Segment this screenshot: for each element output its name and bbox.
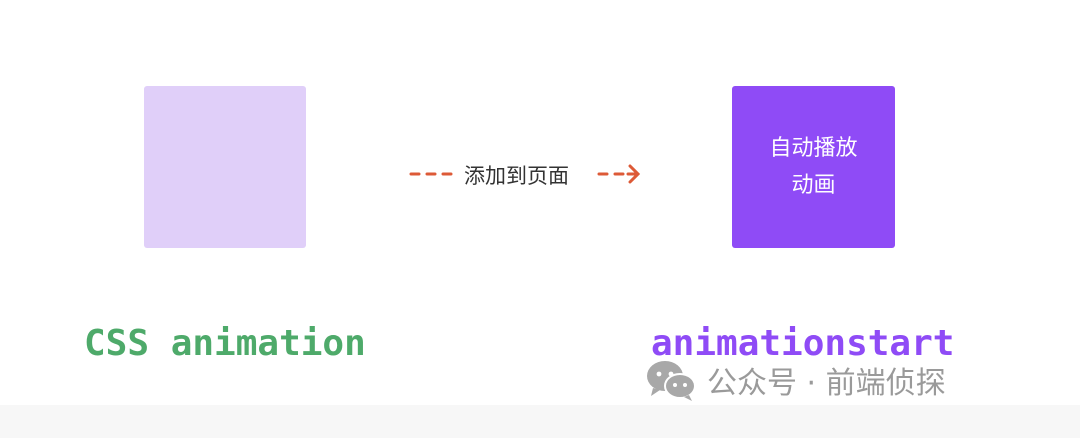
box-caption-line1: 自动播放 <box>769 136 858 161</box>
wechat-icon <box>647 361 696 401</box>
initial-element-box <box>144 86 306 248</box>
box-caption-line2: 动画 <box>791 173 836 198</box>
arrow-label: 添加到页面 <box>464 164 569 188</box>
watermark: 公众号 · 前端侦探 <box>645 358 946 402</box>
dashed-arrow-icon <box>409 164 641 184</box>
background-bottom-band <box>0 405 1080 438</box>
watermark-text: 公众号 · 前端侦探 <box>707 366 946 401</box>
animated-element-box: 自动播放 动画 <box>732 86 895 248</box>
box-caption: 自动播放 动画 <box>759 130 869 204</box>
animationstart-label: animationstart <box>651 323 955 364</box>
css-animation-label: CSS animation <box>84 323 366 364</box>
add-to-page-arrow: 添加到页面 <box>408 154 644 194</box>
